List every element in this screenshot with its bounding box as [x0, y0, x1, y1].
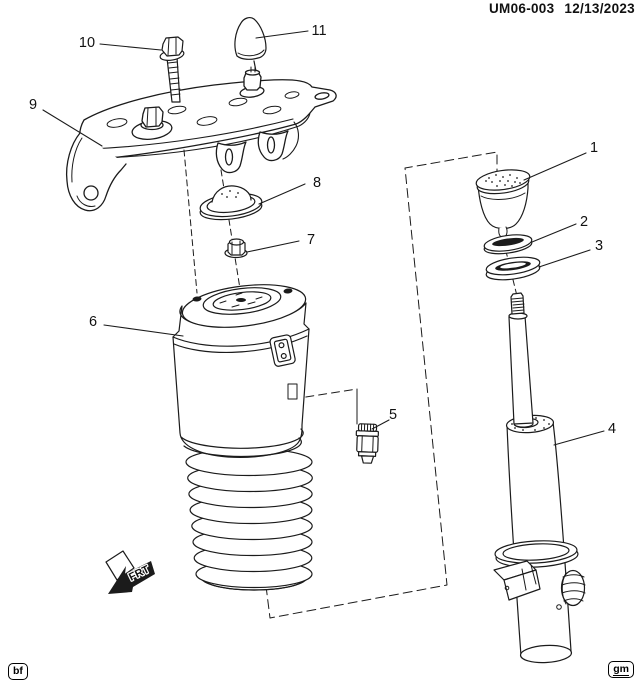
- part-washer-lower: [485, 256, 541, 281]
- callout-label-1: 1: [590, 140, 598, 156]
- callout-3: [538, 249, 591, 268]
- document-code: UM06-003: [488, 1, 555, 16]
- callout-2: [531, 223, 577, 243]
- part-strut: [493, 292, 586, 664]
- callout-7: [246, 240, 300, 253]
- callout-label-11: 11: [311, 23, 326, 39]
- part-seat-cap: [199, 185, 263, 221]
- callout-9: [42, 109, 103, 147]
- part-mount-bracket: [65, 66, 337, 212]
- callout-label-9: 9: [29, 97, 37, 113]
- callout-label-3: 3: [595, 238, 603, 254]
- callout-label-2: 2: [580, 214, 588, 230]
- gm-logo-text: gm: [613, 663, 629, 676]
- part-valve: [355, 423, 379, 464]
- part-washer-upper: [483, 234, 533, 255]
- callout-label-8: 8: [313, 175, 321, 191]
- part-bolt: [159, 36, 185, 103]
- callout-5: [371, 419, 390, 430]
- frt-direction-arrow: [105, 550, 155, 594]
- callout-label-6: 6: [89, 314, 97, 330]
- callout-1: [523, 152, 587, 181]
- callout-label-7: 7: [307, 232, 315, 248]
- part-cap: [234, 17, 267, 60]
- callout-10: [99, 43, 162, 51]
- page-code-text: bf: [13, 665, 23, 677]
- callouts: [42, 30, 605, 446]
- callout-4: [553, 430, 605, 446]
- page-code-badge: bf: [8, 663, 28, 680]
- callout-11: [255, 30, 309, 39]
- drawing-header: UM06-003 12/13/2023: [489, 1, 635, 16]
- callout-label-4: 4: [608, 421, 616, 437]
- callout-8: [258, 183, 306, 205]
- callout-label-5: 5: [389, 407, 397, 423]
- gm-logo: gm: [608, 661, 634, 678]
- part-air-spring: [172, 284, 313, 591]
- part-nut: [224, 238, 248, 259]
- callout-label-10: 10: [79, 35, 95, 51]
- part-strut-mount: [475, 169, 531, 238]
- callout-6: [103, 324, 184, 337]
- document-date: 12/13/2023: [564, 1, 635, 16]
